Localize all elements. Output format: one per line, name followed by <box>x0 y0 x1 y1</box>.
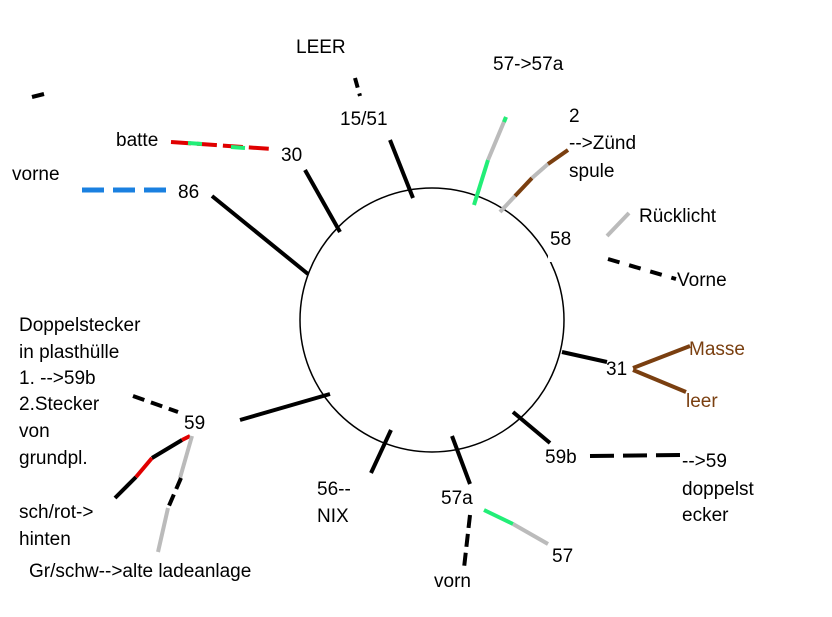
label-to59-1: -->59 <box>682 451 727 472</box>
label-leer-top: LEER <box>296 37 346 58</box>
wire-59-doppelstecker <box>132 394 179 414</box>
label-vorn: vorn <box>434 571 471 592</box>
label-masse: Masse <box>689 339 745 360</box>
wire-grschw-gray <box>178 435 194 479</box>
wire-59 <box>239 392 331 422</box>
wire-batte-green-2 <box>230 145 246 150</box>
label-15-51: 15/51 <box>340 109 388 130</box>
wire-86 <box>210 194 310 276</box>
label-doppel-4: 2.Stecker <box>19 394 100 415</box>
wire-59b <box>511 410 552 445</box>
stray-dash <box>31 92 45 99</box>
label-nix-1: 56-- <box>317 479 351 500</box>
label-batte: batte <box>116 130 158 151</box>
wire-schrot-black <box>113 475 138 500</box>
wire-schrot-red <box>134 456 154 479</box>
wire-57a-green <box>483 508 514 526</box>
wire-zuend-gray-low <box>498 194 517 214</box>
wire-57-green <box>472 159 490 206</box>
label-31: 31 <box>606 359 627 380</box>
central-connector <box>299 187 565 453</box>
label-leer-right: leer <box>686 391 718 412</box>
label-grschw: Gr/schw-->alte ladeanlage <box>29 561 251 582</box>
label-vorne-left: vorne <box>12 164 60 185</box>
label-zuend-1: 2 <box>569 106 580 127</box>
wire-57a <box>450 435 472 485</box>
wire-57a-gray <box>512 522 549 546</box>
label-schrot-1: sch/rot-> <box>19 502 93 523</box>
wire-30 <box>303 169 342 233</box>
wire-zuend-brown-low <box>513 176 534 198</box>
wire-57-tip <box>502 116 508 123</box>
label-57a: 57a <box>441 488 473 509</box>
wire-57-gray <box>486 116 508 161</box>
label-vorne-right: Vorne <box>677 270 727 291</box>
label-doppel-3: 1. -->59b <box>19 368 96 389</box>
wire-15-51 <box>388 139 415 199</box>
wire-leer-top <box>353 77 362 97</box>
wire-batte-green-1 <box>187 141 203 146</box>
label-doppel-5: von <box>19 421 50 442</box>
wire-grschw-gray-low <box>156 507 170 553</box>
label-to59-2: doppelst <box>682 479 755 500</box>
wire-31-masse <box>632 344 691 370</box>
label-zuend-3: spule <box>569 161 614 182</box>
wire-batte-red <box>170 140 273 151</box>
label-ruecklicht: Rücklicht <box>639 206 717 227</box>
label-nix-2: NIX <box>317 506 349 527</box>
wire-31-leer <box>632 368 687 394</box>
label-doppel-2: in plasthülle <box>19 342 119 363</box>
label-to59-3: ecker <box>682 505 729 526</box>
wire-58-vorne <box>607 257 677 281</box>
label-schrot-2: hinten <box>19 529 71 550</box>
label-86: 86 <box>178 182 199 203</box>
wire-schrot-red-tip <box>181 434 191 442</box>
wire-zuend-brown-high <box>546 148 570 166</box>
wire-zuend-gray-high <box>530 162 550 180</box>
wire-58-ruecklicht <box>605 211 631 238</box>
wire-57a-vorn <box>462 514 472 569</box>
label-57: 57 <box>552 546 573 567</box>
label-59b: 59b <box>545 447 577 468</box>
label-doppel-6: grundpl. <box>19 448 88 469</box>
label-doppel-1: Doppelstecker <box>19 315 141 336</box>
label-59: 59 <box>184 413 205 434</box>
wire-schrot-black-2 <box>150 438 184 460</box>
label-58: 58 <box>550 229 571 250</box>
label-30: 30 <box>281 145 302 166</box>
wire-59b-59 <box>589 453 681 458</box>
label-57-57a: 57->57a <box>493 54 564 75</box>
wire-grschw-black <box>166 477 183 509</box>
wire-31 <box>561 350 608 364</box>
wire-56 <box>369 429 393 474</box>
label-zuend-2: -->Zünd <box>569 133 636 154</box>
